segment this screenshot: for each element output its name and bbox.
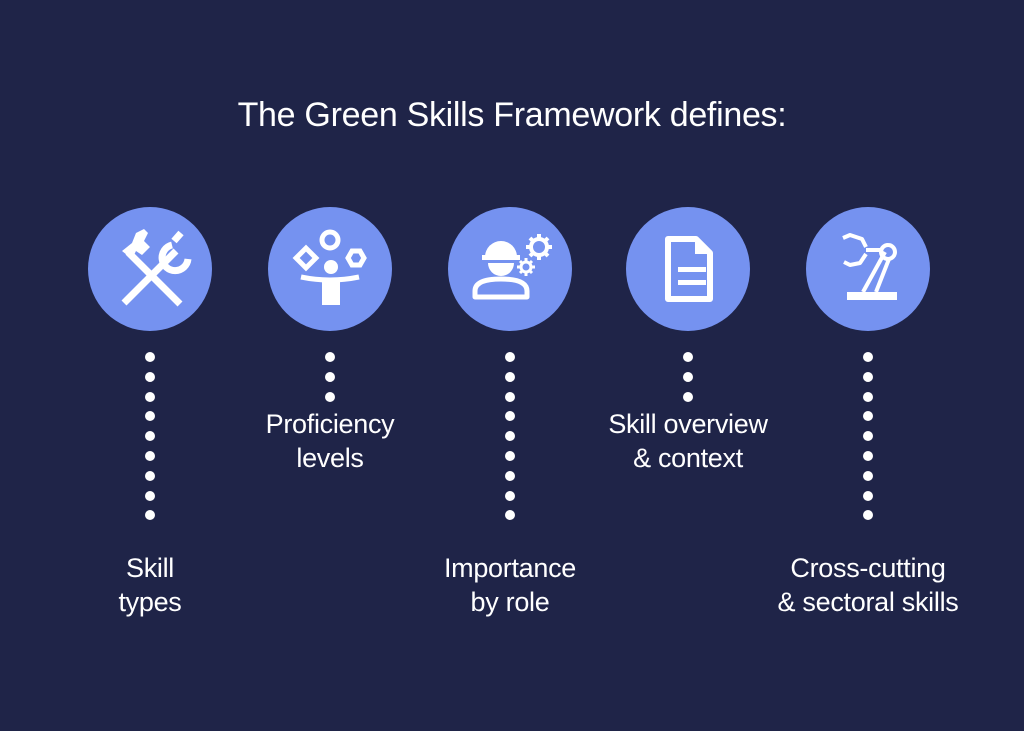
skill-overview-circle: [626, 207, 750, 331]
skill-types-label: Skill types: [40, 551, 260, 619]
label-line: Skill overview: [608, 409, 768, 439]
juggling-shapes-icon: [292, 229, 367, 305]
label-line: Skill: [125, 553, 174, 583]
robotic-arm-icon: [842, 233, 897, 300]
label-line: & sectoral skills: [777, 587, 959, 617]
dotted-connector: [683, 352, 693, 411]
skill-types-circle: [88, 207, 212, 331]
label-line: types: [118, 587, 182, 617]
dotted-connector: [863, 352, 873, 530]
proficiency-levels-label: Proficiency levels: [220, 407, 440, 475]
dotted-connector: [505, 352, 515, 530]
label-line: Proficiency: [265, 409, 395, 439]
label-line: levels: [296, 443, 364, 473]
cross-cutting-label: Cross-cutting & sectoral skills: [758, 551, 978, 619]
importance-by-role-circle: [448, 207, 572, 331]
label-line: Cross-cutting: [790, 553, 946, 583]
dotted-connector: [325, 352, 335, 411]
importance-by-role-label: Importance by role: [400, 551, 620, 619]
cross-cutting-circle: [806, 207, 930, 331]
proficiency-levels-circle: [268, 207, 392, 331]
dotted-connector: [145, 352, 155, 530]
label-line: Importance: [443, 553, 577, 583]
skill-overview-label: Skill overview & context: [578, 407, 798, 475]
hammer-wrench-icon: [121, 229, 192, 307]
label-line: by role: [470, 587, 550, 617]
worker-gears-icon: [472, 234, 552, 300]
document-icon: [665, 236, 713, 302]
page-title: The Green Skills Framework defines:: [237, 96, 787, 134]
label-line: & context: [633, 443, 743, 473]
